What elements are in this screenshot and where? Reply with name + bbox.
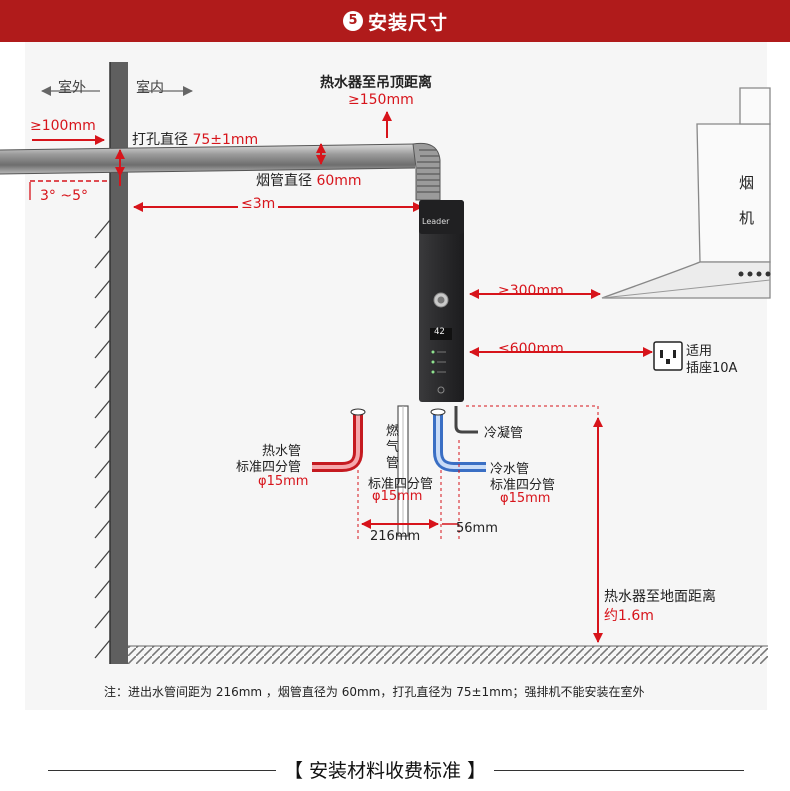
cold-pipe-label: 冷水管 — [490, 462, 530, 477]
power-socket-icon — [653, 341, 683, 371]
flue-pipe — [0, 144, 415, 174]
cold-pipe-cap — [430, 408, 446, 416]
range-hood-label-1: 烟 — [739, 174, 755, 192]
gas-pipe-diameter: φ15mm — [372, 489, 423, 504]
hot-water-pipe-shine — [312, 412, 360, 469]
ceiling-distance-value: ≥150mm — [348, 92, 414, 108]
cold-water-pipe — [433, 412, 486, 472]
cold-pipe-spec: 标准四分管 — [490, 478, 556, 493]
hot-pipe-spec: 标准四分管 — [236, 460, 302, 475]
gas-pipe-spec: 标准四分管 — [368, 477, 434, 492]
hot-pipe-label: 热水管 — [262, 444, 302, 459]
indoor-label: 室内 — [136, 80, 164, 96]
flue-diameter-label: 烟管直径 60mm — [256, 170, 362, 190]
installation-note: 注：进出水管间距为 216mm ，烟管直径为 60mm，打孔直径为 75±1mm… — [104, 685, 645, 699]
socket-label-2: 插座10A — [686, 361, 738, 376]
floor — [128, 646, 768, 664]
hole-diameter-text: 打孔直径 — [132, 132, 188, 148]
floor-distance-title: 热水器至地面距离 — [604, 589, 716, 605]
hole-diameter-value: 75±1mm — [192, 132, 259, 148]
spacing-216-value: 216mm — [370, 529, 421, 544]
cold-water-pipe-shine — [436, 412, 486, 469]
condensate-pipe — [454, 406, 478, 434]
range-hood-label-2: 机 — [739, 209, 755, 227]
socket-distance-value: ≤600mm — [498, 341, 564, 357]
slope-value: 3° ~5° — [40, 188, 88, 204]
outdoor-label: 室外 — [58, 80, 86, 96]
flue-elbow-ridges — [417, 149, 440, 193]
water-heater-top — [419, 200, 464, 234]
flue-pipe-bottom — [0, 167, 416, 175]
water-heater-indicators — [431, 350, 435, 374]
gas-pipe-label-1: 燃 — [386, 424, 400, 439]
flue-pipe-top — [0, 143, 416, 151]
range-hood-lights — [738, 271, 771, 277]
range-hood-edge — [601, 279, 771, 299]
hood-distance-value: ≥300mm — [498, 283, 564, 299]
range-hood-canopy — [601, 261, 771, 299]
hot-pipe-cap — [350, 408, 366, 416]
brand-logo: Leader — [422, 217, 450, 226]
cold-pipe-diameter: φ15mm — [500, 491, 551, 506]
flue-diameter-value: 60mm — [316, 173, 362, 189]
gas-pipe-label-3: 管 — [386, 456, 400, 471]
display-readout: 42 — [434, 327, 445, 337]
section-title: 安装尺寸 — [368, 12, 449, 34]
wall — [110, 62, 128, 664]
socket-pin-right — [673, 350, 676, 358]
range-hood-body — [696, 123, 771, 263]
wall-hatching — [94, 219, 111, 659]
max-length-value: ≤3m — [238, 196, 279, 212]
outside-extension-value: ≥100mm — [30, 118, 96, 134]
hot-water-pipe — [312, 412, 363, 472]
dimension-guides — [357, 405, 599, 540]
water-heater-indicator-lines — [437, 351, 446, 373]
socket-pin-left — [660, 350, 663, 358]
hole-diameter-label: 打孔直径 75±1mm — [132, 129, 258, 149]
water-heater-display — [430, 328, 452, 340]
socket-label-1: 适用 — [686, 344, 713, 359]
socket-pin-ground — [666, 359, 670, 364]
fee-section-title: 【 安装材料收费标准 】 — [276, 756, 495, 783]
ceiling-distance-title: 热水器至吊顶距离 — [320, 75, 432, 91]
hot-pipe-diameter: φ15mm — [258, 474, 309, 489]
floor-distance-value: 约1.6m — [604, 608, 654, 624]
condensate-pipe-label: 冷凝管 — [484, 426, 524, 441]
water-heater-knob-center — [437, 296, 445, 304]
gas-pipe-label-2: 气 — [386, 440, 400, 455]
step-number-badge: 5 — [343, 11, 363, 31]
spacing-56-value: 56mm — [456, 521, 498, 536]
power-icon — [437, 386, 445, 394]
flue-diameter-text: 烟管直径 — [256, 173, 312, 189]
range-hood-chimney — [739, 87, 771, 125]
section-banner: 5 安装尺寸 — [0, 0, 790, 42]
